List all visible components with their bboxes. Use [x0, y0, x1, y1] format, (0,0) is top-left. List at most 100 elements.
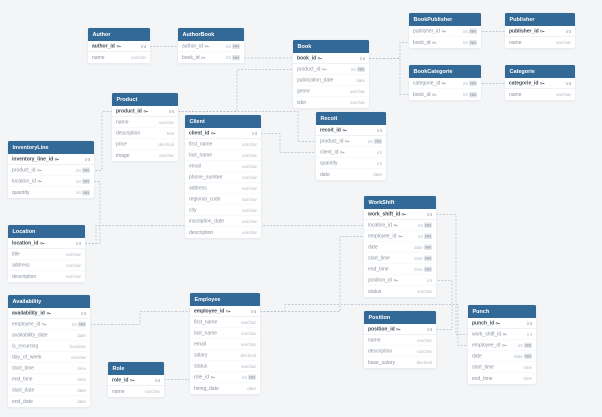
- table-header[interactable]: Client: [185, 115, 261, 128]
- table-header[interactable]: Location: [8, 225, 85, 238]
- table-header[interactable]: Recoit: [316, 112, 386, 125]
- table-header[interactable]: InventoryLine: [8, 141, 94, 154]
- table-header[interactable]: Employee: [190, 293, 260, 306]
- table-header[interactable]: Position: [364, 311, 436, 324]
- table-header[interactable]: BookPublisher: [409, 13, 481, 26]
- table-header[interactable]: Punch: [468, 305, 536, 318]
- table-header[interactable]: Publisher: [505, 13, 575, 26]
- table-header[interactable]: Role: [108, 362, 164, 375]
- table-header[interactable]: WorkShift: [364, 196, 436, 209]
- table-header[interactable]: Categorie: [505, 65, 575, 78]
- table-header[interactable]: Book: [293, 40, 369, 53]
- table-header[interactable]: BookCategorie: [409, 65, 481, 78]
- table-header[interactable]: AuthorBook: [178, 28, 244, 41]
- table-header[interactable]: Product: [112, 93, 178, 106]
- table-header[interactable]: Author: [88, 28, 150, 41]
